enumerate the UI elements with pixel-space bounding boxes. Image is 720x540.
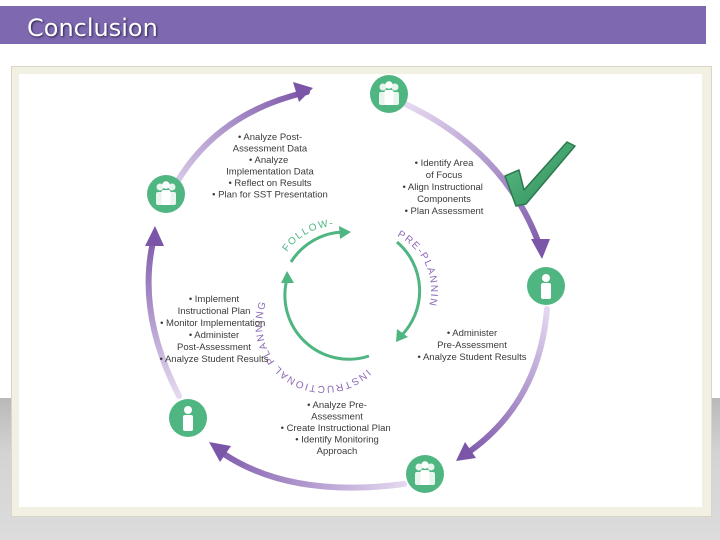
step-line: • Identify Monitoring: [295, 435, 379, 446]
step-line: • Reflect on Results: [228, 178, 311, 189]
step-line: • Create Instructional Plan: [281, 423, 391, 434]
step-line: • Identify Area: [415, 158, 474, 169]
steps-bottom: • Analyze Pre-Assessment• Create Instruc…: [281, 400, 394, 457]
inner-arrowhead: [396, 329, 408, 342]
arrowhead: [145, 226, 164, 246]
inner-arc-instructional: [283, 278, 370, 361]
step-line: • Analyze Post-: [238, 132, 302, 143]
step-line: • Plan Assessment: [405, 206, 484, 217]
arrow-arc-bottom-to-left: [218, 449, 407, 491]
step-line: Post-Assessment: [177, 342, 251, 353]
node-right: [527, 267, 565, 305]
step-line: • Analyze: [249, 155, 288, 166]
node-left: [147, 175, 185, 213]
step-line: Implementation Data: [226, 167, 314, 178]
outer-cycle-arrows: [145, 82, 550, 491]
node-bottom: [406, 455, 444, 493]
inner-arrowhead: [281, 271, 294, 283]
node-bottom-left: [169, 399, 207, 437]
arrowhead: [456, 442, 476, 461]
step-line: Assessment: [311, 412, 363, 423]
arrow-arc-right-to-bottom: [463, 306, 550, 457]
step-line: • Administer: [447, 328, 497, 339]
node-top: [370, 75, 408, 113]
inner-arc-follow-up: [289, 230, 345, 263]
step-line: • Implement: [189, 294, 240, 305]
step-line: Pre-Assessment: [437, 340, 507, 351]
arrowhead: [531, 239, 550, 259]
step-line: • Analyze Student Results: [418, 352, 527, 363]
step-line: • Analyze Student Results: [160, 354, 269, 365]
checkmark-icon: [504, 141, 576, 207]
step-line: • Plan for SST Presentation: [212, 190, 328, 201]
step-line: • Monitor Implementation: [160, 318, 265, 329]
arrow-arc-top-to-right: [398, 99, 542, 247]
inner-arc-pre-planning: [396, 240, 422, 338]
arrow-arc-left-upward: [145, 239, 182, 399]
cycle-diagram: FOLLOW-UP PRE-PLANNING INSTRUCTIONAL PLA…: [19, 74, 576, 493]
step-line: Approach: [317, 446, 358, 457]
step-line: Assessment Data: [233, 144, 308, 155]
slide-title: Conclusion: [27, 14, 158, 42]
inner-arrowhead: [339, 226, 351, 239]
diagram-panel: FOLLOW-UP PRE-PLANNING INSTRUCTIONAL PLA…: [19, 74, 702, 507]
arrowhead: [209, 442, 231, 462]
steps-top-left: • Analyze Post-Assessment Data• Analyze …: [212, 132, 328, 201]
arrowhead: [293, 82, 313, 102]
step-line: Components: [417, 194, 471, 205]
step-line: • Align Instructional: [402, 182, 482, 193]
step-line: • Analyze Pre-: [307, 400, 367, 411]
arrow-arc-left-to-top: [174, 89, 310, 185]
title-bar: Conclusion: [0, 6, 706, 44]
step-line: Instructional Plan: [178, 306, 251, 317]
step-line: • Administer: [189, 330, 239, 341]
step-line: of Focus: [426, 170, 463, 181]
